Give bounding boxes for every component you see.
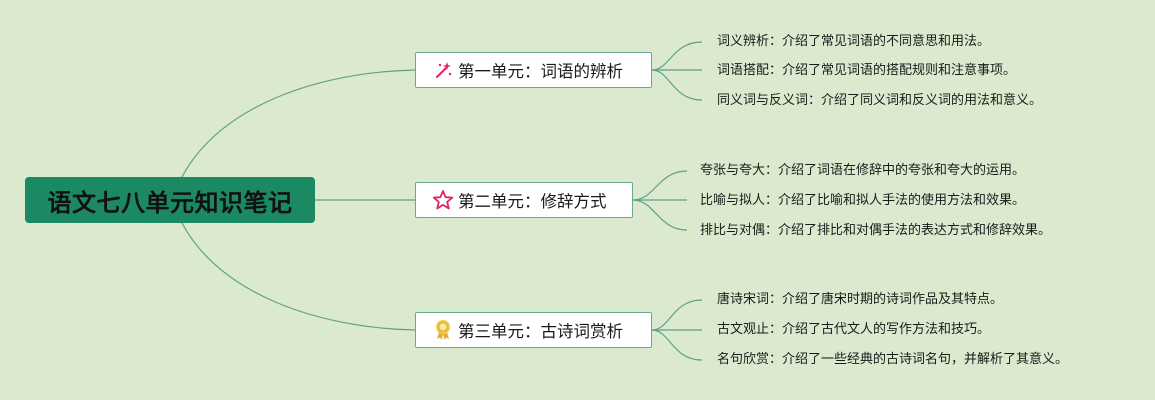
leaf-connector-2-3: [632, 199, 688, 231]
branch-node-unit-1[interactable]: 第一单元：词语的辨析: [415, 52, 652, 88]
leaf-item[interactable]: 夸张与夸大：介绍了词语在修辞中的夸张和夸大的运用。: [700, 163, 1026, 178]
branch-title: 第一单元：词语的辨析: [458, 62, 623, 81]
magic-wand-icon: [432, 59, 454, 81]
leaf-item[interactable]: 比喻与拟人：介绍了比喻和拟人手法的使用方法和效果。: [700, 193, 1026, 208]
leaf-connector-1-1: [651, 41, 703, 71]
leaf-item[interactable]: 排比与对偶：介绍了排比和对偶手法的表达方式和修辞效果。: [700, 223, 1052, 238]
branch-node-unit-2[interactable]: 第二单元：修辞方式: [415, 182, 633, 218]
leaf-item[interactable]: 同义词与反义词：介绍了同义词和反义词的用法和意义。: [717, 93, 1043, 108]
root-node[interactable]: 语文七八单元知识笔记: [25, 177, 315, 223]
award-medal-icon: [432, 319, 454, 341]
leaf-item[interactable]: 古文观止：介绍了古代文人的写作方法和技巧。: [717, 322, 991, 337]
root-branch-connector-3: [181, 222, 416, 331]
leaf-item[interactable]: 名句欣赏：介绍了一些经典的古诗词名句，并解析了其意义。: [717, 352, 1069, 367]
star-icon: [432, 189, 454, 211]
leaf-item[interactable]: 词语搭配：介绍了常见词语的搭配规则和注意事项。: [717, 63, 1017, 78]
branch-title: 第二单元：修辞方式: [458, 192, 607, 211]
leaf-item[interactable]: 唐诗宋词：介绍了唐宋时期的诗词作品及其特点。: [717, 292, 1004, 307]
leaf-item[interactable]: 词义辨析：介绍了常见词语的不同意思和用法。: [717, 34, 991, 49]
root-title: 语文七八单元知识笔记: [47, 188, 293, 217]
leaf-connector-1-3: [651, 69, 703, 101]
root-branch-connector-1: [181, 69, 416, 178]
branch-node-unit-3[interactable]: 第三单元：古诗词赏析: [415, 312, 652, 348]
leaf-connector-2-1: [632, 170, 688, 201]
leaf-connector-3-1: [651, 299, 703, 331]
branch-title: 第三单元：古诗词赏析: [458, 322, 623, 341]
leaf-connector-3-3: [651, 329, 703, 361]
